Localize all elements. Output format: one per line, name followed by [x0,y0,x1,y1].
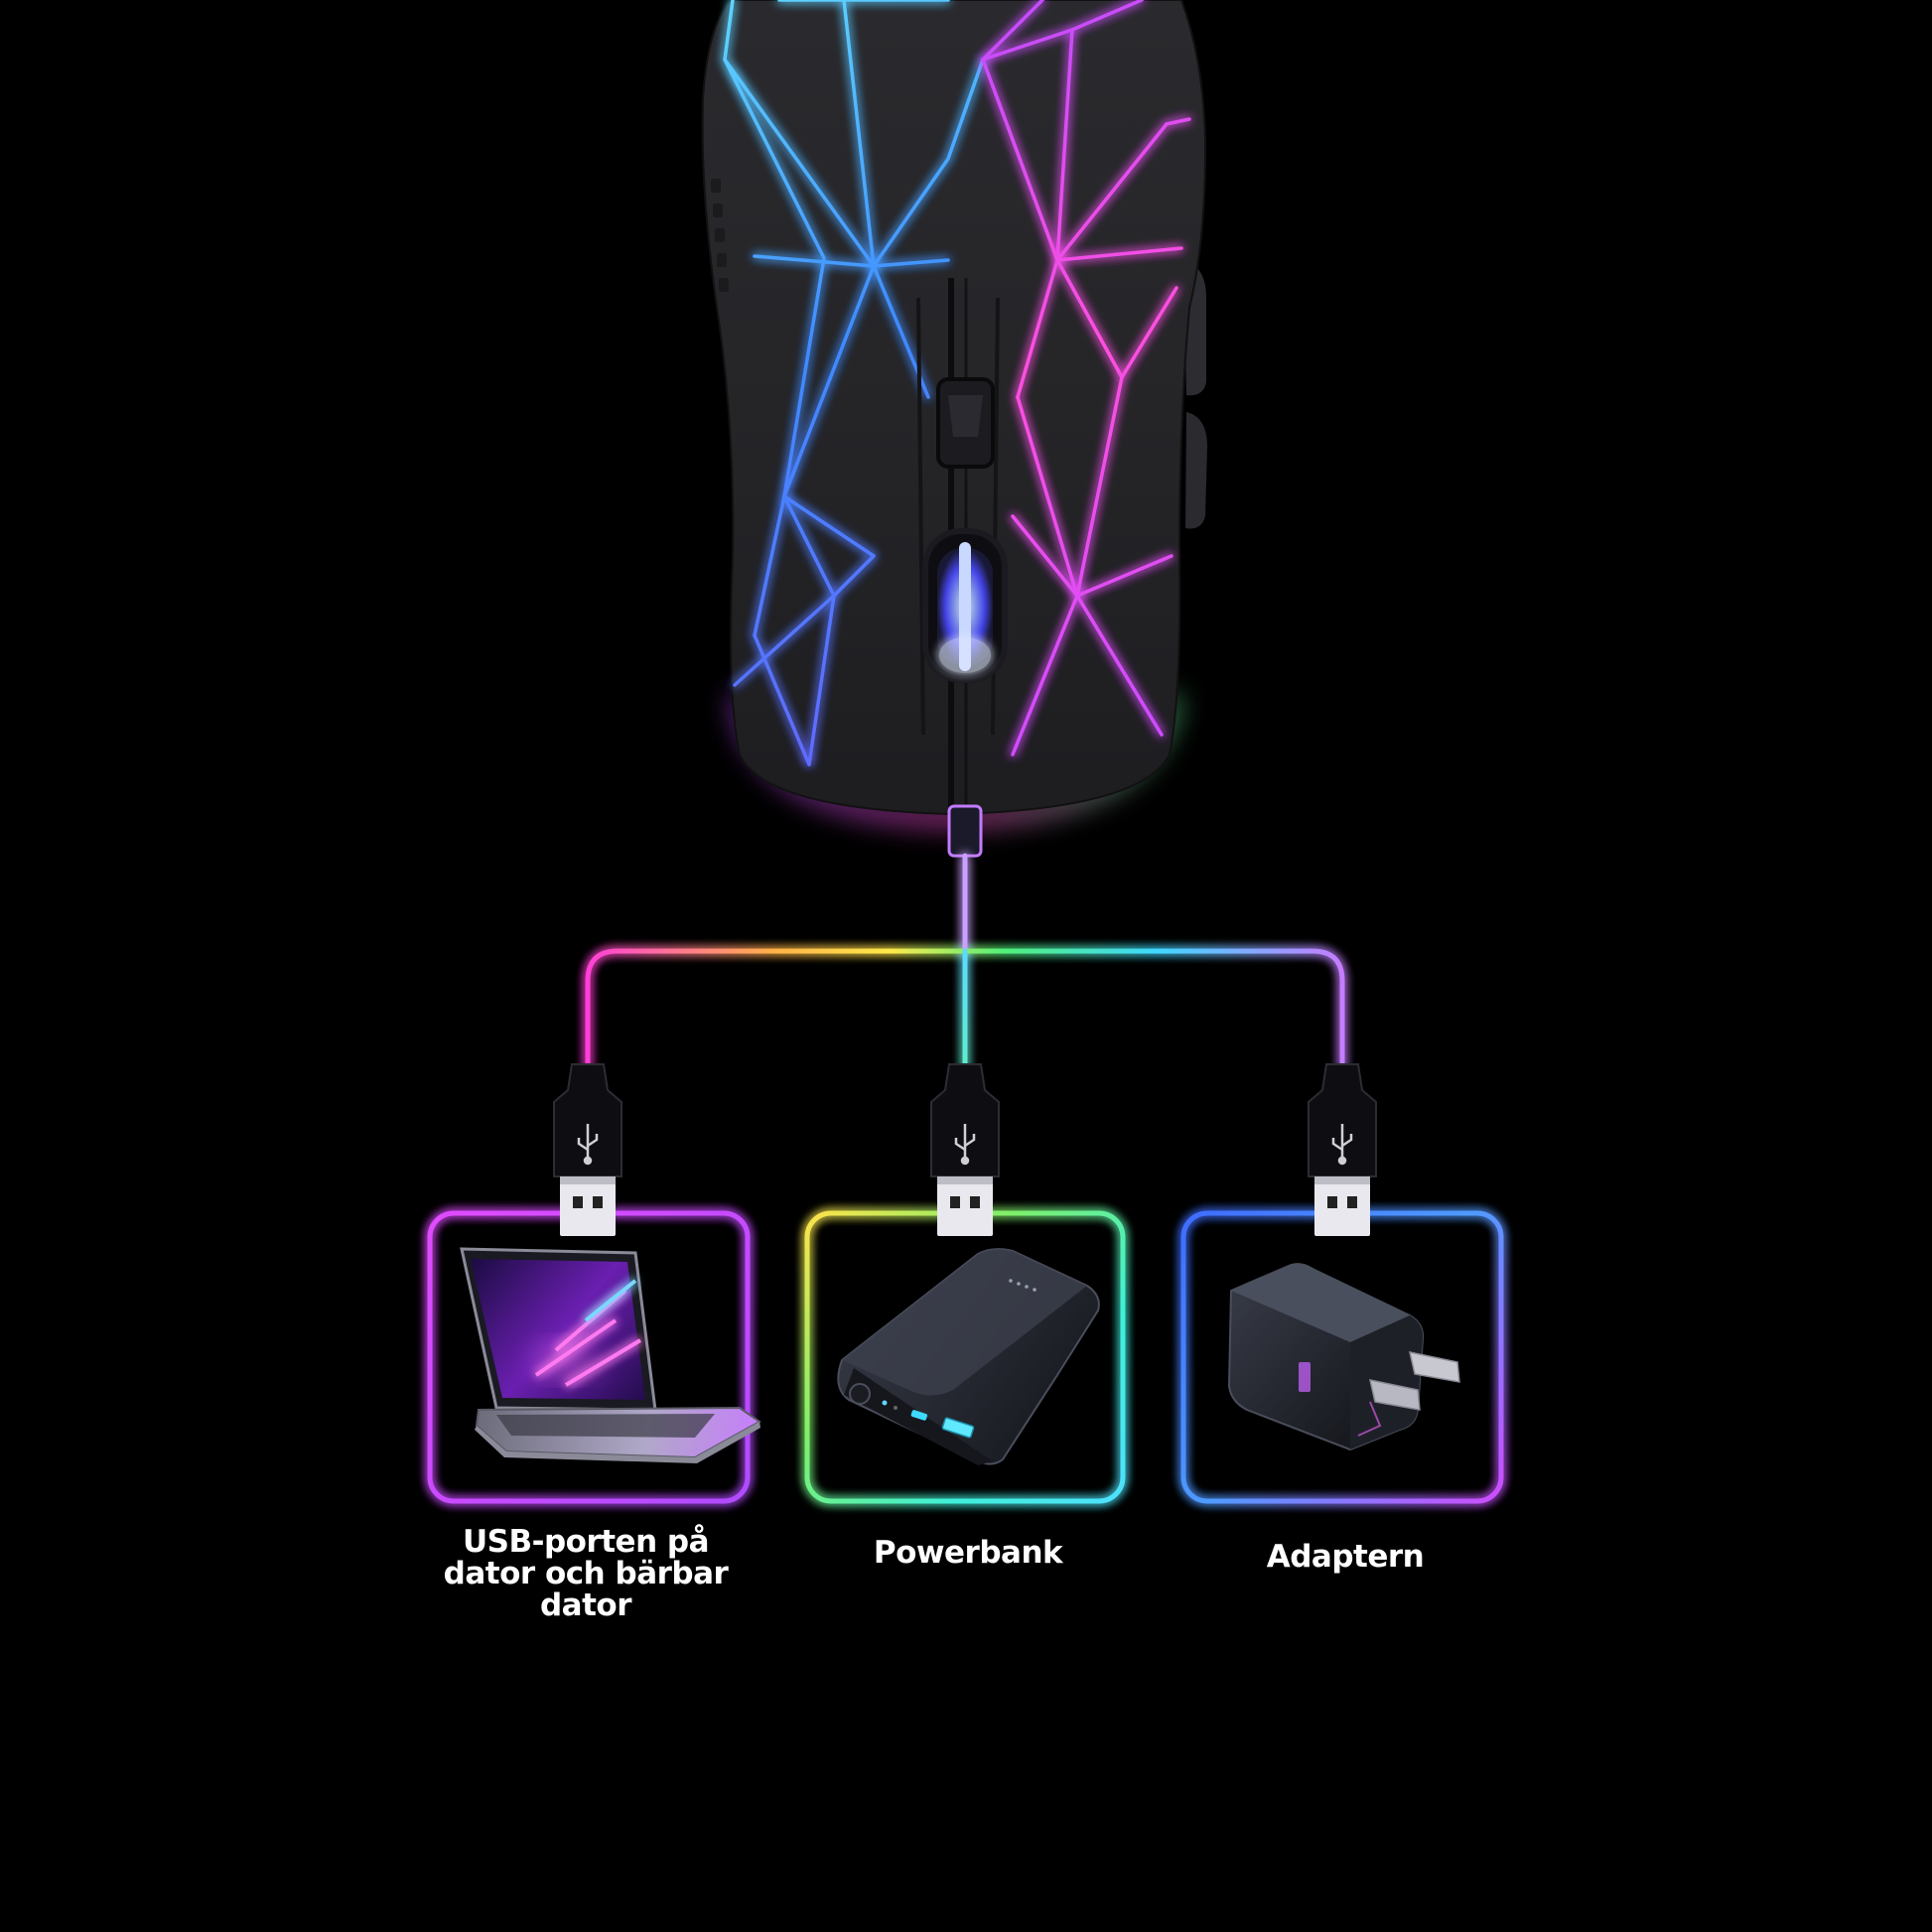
laptop-icon [460,1247,761,1463]
cable-tree [585,853,1345,1070]
caption-adapter: Adaptern [1266,1539,1425,1575]
gaming-mouse [701,0,1207,858]
mouse-cable-connector [947,804,983,858]
usb-plug-center [930,1063,1000,1236]
usb-plug-left [553,1063,622,1236]
usb-plug-right [1308,1063,1377,1236]
mouse-side-button [1185,412,1207,529]
wall-adapter-icon [1227,1263,1460,1451]
caption-usb-port: USB-porten på dator och bärbar dator [443,1524,729,1623]
caption-powerbank: Powerbank [873,1535,1063,1571]
usb-icon [954,1124,976,1166]
powerbank-icon [837,1248,1100,1465]
usb-icon [1331,1124,1353,1166]
usb-icon [577,1124,599,1166]
